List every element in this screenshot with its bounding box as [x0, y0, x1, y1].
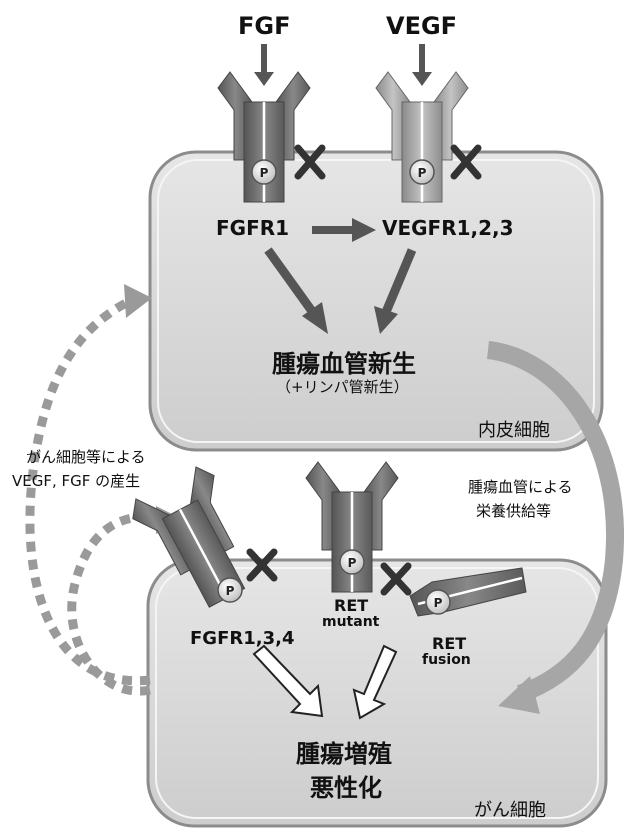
supply-curved-arrow-head: [498, 676, 540, 714]
cancer-cell-highlight: [155, 567, 599, 819]
malignancy-label: 悪性化: [310, 774, 382, 802]
vegf-arrow-head: [412, 72, 432, 86]
production-annotation-line2: VEGF, FGF の産生: [12, 472, 141, 490]
inhibition-x-icon: [380, 562, 412, 596]
phosphate-icon: P: [409, 159, 435, 185]
vegfr-to-angiogenesis-arrow-shaft: [381, 248, 417, 314]
phosphate-icon: P: [251, 159, 277, 185]
lymphangiogenesis-label: （+リンパ管新生）: [276, 378, 409, 396]
fgfr1-to-vegfr-arrow-head: [352, 218, 376, 242]
inhibition-x-icon: [294, 144, 326, 180]
production-annotation-line1: がん細胞等による: [26, 448, 146, 466]
ret-fusion-label-line1: RET: [432, 634, 467, 653]
svg-text:P: P: [418, 166, 427, 180]
ret-to-proliferation-arrow: [352, 644, 398, 720]
phosphate-icon: P: [339, 549, 365, 575]
fgfr1-to-angiogenesis-arrow-head: [302, 302, 328, 334]
svg-text:P: P: [348, 556, 357, 570]
cancer-cell-label: がん細胞: [474, 800, 546, 821]
angiogenesis-label: 腫瘍血管新生: [272, 350, 416, 378]
fgf-arrow-head: [254, 72, 274, 86]
inner-dotted-feedback-arrow: [67, 512, 161, 696]
supply-annotation-line1: 腫瘍血管による: [468, 478, 573, 496]
proliferation-label: 腫瘍増殖: [296, 740, 392, 768]
svg-text:P: P: [434, 596, 443, 610]
inhibition-x-icon: [246, 548, 278, 582]
fgfr-to-proliferation-arrow: [252, 644, 324, 718]
svg-text:P: P: [260, 166, 269, 180]
endothelial-cell: [148, 150, 604, 452]
outer-dotted-feedback-arrow: [25, 295, 151, 686]
endothelial-cell-highlight: [157, 159, 595, 443]
ret-mutant-label-line2: mutant: [322, 614, 380, 630]
ret-mutant-label-line1: RET: [334, 596, 369, 615]
fgfr-cancer-label: FGFR1,3,4: [190, 628, 295, 649]
vegfr-to-angiogenesis-arrow-head: [374, 306, 398, 334]
inhibition-x-icon: [450, 144, 482, 180]
endothelial-cell-label: 内皮細胞: [478, 420, 550, 441]
fgfr1-label: FGFR1: [216, 216, 290, 240]
phosphate-icon: P: [425, 589, 451, 615]
supply-curved-arrow-shaft: [486, 341, 624, 703]
phosphate-icon: P: [217, 577, 243, 603]
vegfr-label: VEGFR1,2,3: [382, 216, 514, 240]
ret-fusion-label-line2: fusion: [422, 652, 471, 668]
vegf-label: VEGF: [386, 12, 458, 40]
svg-text:P: P: [226, 584, 235, 598]
fgfr1-to-angiogenesis-arrow-shaft: [264, 247, 318, 317]
outer-dotted-arrow-head: [124, 284, 152, 318]
fgf-label: FGF: [238, 12, 291, 40]
supply-annotation-line2: 栄養供給等: [476, 502, 552, 520]
